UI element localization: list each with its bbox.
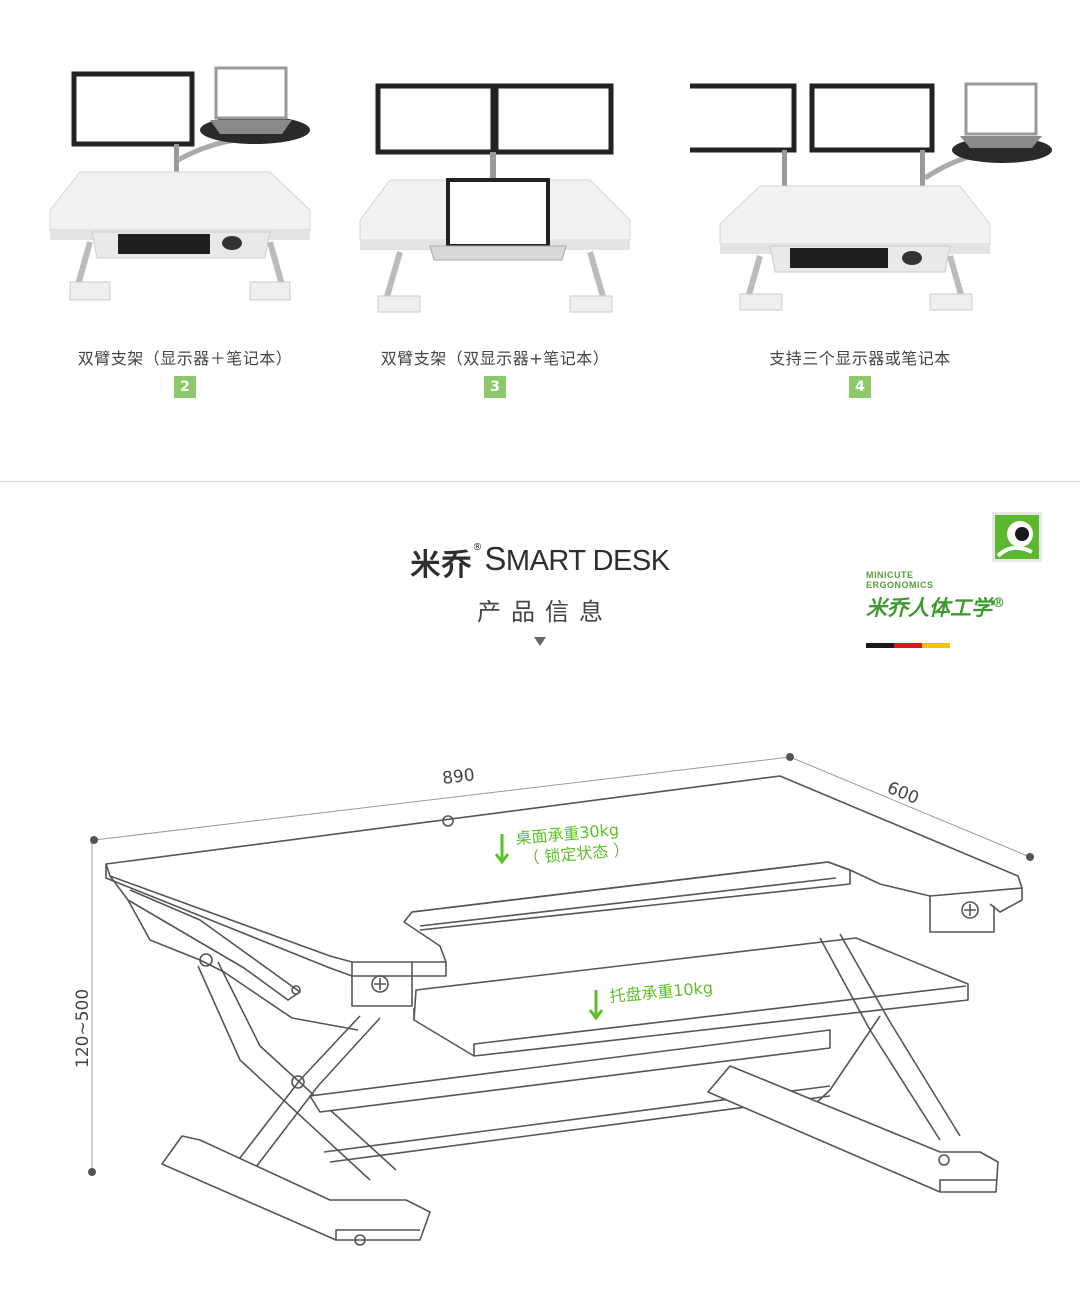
german-flag-stripe (866, 643, 950, 648)
ergonomics-logo: MINICUTE ERGONOMICS 米乔人体工学® (866, 512, 1046, 652)
brand-word-mart: MART (505, 545, 586, 577)
config-three-screens: 支持三个显示器或笔记本 4 (690, 60, 1052, 420)
desk-technical-drawing: 890 600 120~500 桌面承重30kg （ 锁定状态 ） 托盘承重10… (73, 753, 1034, 1246)
config-caption: 双臂支架（显示器＋笔记本） (77, 349, 293, 368)
section-divider (0, 481, 1080, 482)
flag-stripe-red (894, 643, 922, 648)
config-monitor-laptop: 双臂支架（显示器＋笔记本） 2 (20, 60, 350, 420)
logo-en-line2: ERGONOMICS (866, 580, 934, 590)
brand-title: 米乔 ® SMART DESK (410, 540, 670, 584)
dimension-height: 120~500 (73, 989, 93, 1068)
configuration-gallery: 双臂支架（显示器＋笔记本） 2 双臂支架（双显示器+笔记本） 3 (0, 0, 1080, 480)
desk-photo-monitor-laptop (49, 66, 311, 301)
brand-initial: S (484, 540, 506, 577)
desk-photo-three-screens (690, 82, 1052, 311)
dimension-depth: 600 (884, 778, 922, 809)
config-number-badge: 2 (174, 376, 196, 398)
registered-mark: ® (472, 542, 483, 553)
logo-chinese-name: 米乔人体工学® (866, 592, 1005, 622)
flag-stripe-black (866, 643, 894, 648)
logo-registered-mark: ® (992, 596, 1005, 611)
down-arrow-icon (534, 637, 546, 646)
logo-cn-text: 米乔人体工学 (866, 595, 992, 620)
logo-english-name: MINICUTE ERGONOMICS (866, 570, 934, 590)
product-info-heading: 米乔 ® SMART DESK 产品信息 (340, 540, 740, 646)
desk-photo-dual-monitor-laptop (359, 83, 631, 313)
flag-stripe-gold (922, 643, 950, 648)
section-subtitle: 产品信息 (477, 598, 613, 626)
config-dual-monitor-laptop: 双臂支架（双显示器+笔记本） 3 (330, 60, 660, 420)
config-number-badge: 4 (849, 376, 871, 398)
dimension-width: 890 (441, 765, 476, 789)
brand-word-desk: DESK (592, 545, 670, 577)
brand-name-cn: 米乔 (410, 548, 473, 583)
logo-en-line1: MINICUTE (866, 570, 914, 580)
brand-name-en: SMART DESK (484, 540, 670, 578)
config-caption: 双臂支架（双显示器+笔记本） (380, 349, 610, 368)
config-caption: 支持三个显示器或笔记本 (769, 349, 951, 368)
config-number-badge: 3 (484, 376, 506, 398)
chair-person-icon (992, 512, 1042, 562)
